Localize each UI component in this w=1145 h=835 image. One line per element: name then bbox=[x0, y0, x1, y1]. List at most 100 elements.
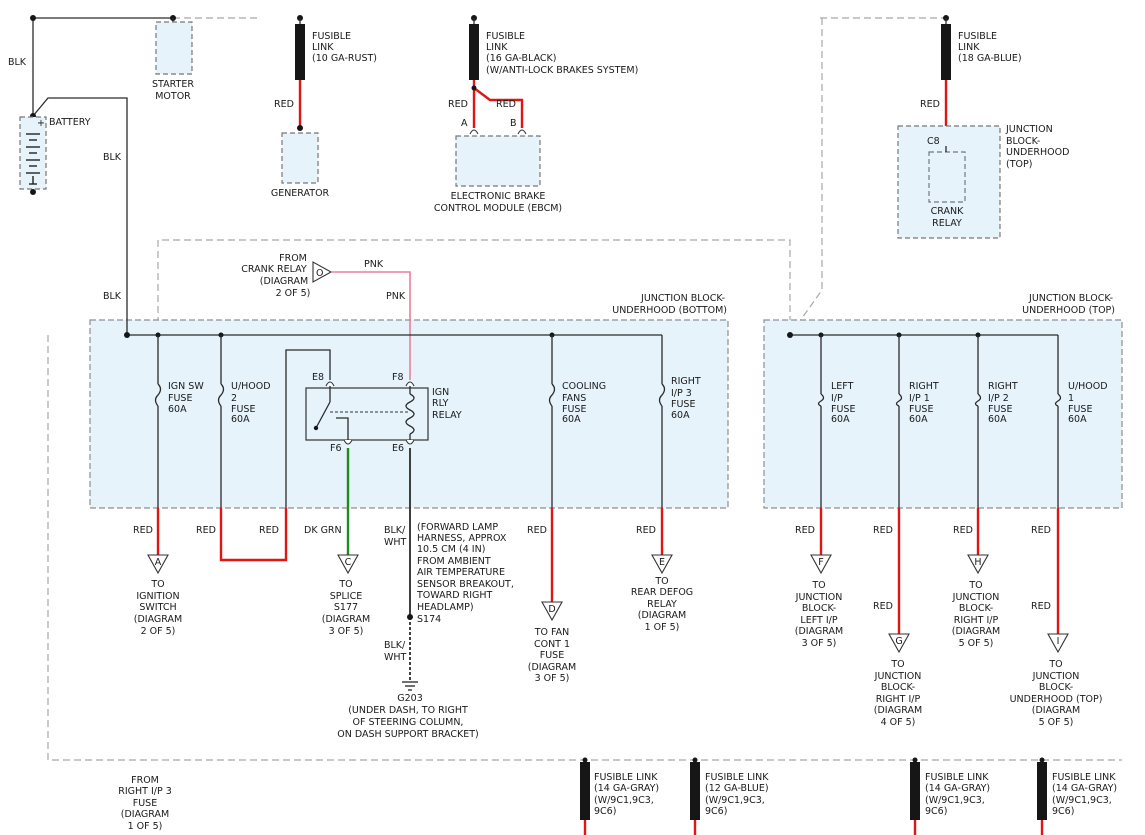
battery-top-node bbox=[30, 15, 36, 21]
wire-label-red-defog: RED bbox=[636, 525, 656, 536]
fl-generator-0: FUSIBLE bbox=[312, 31, 351, 42]
starter-label-0: STARTER bbox=[152, 79, 194, 90]
fl-generator-1: LINK bbox=[312, 42, 334, 53]
fuse-uhood1-icon bbox=[1054, 393, 1062, 407]
connector-e-letter: E bbox=[659, 557, 665, 568]
fuse-rip1-3: 60A bbox=[909, 414, 928, 425]
bottom-fl-4-2: (W/9C1,9C3, bbox=[1052, 795, 1112, 806]
battery-section: + BLK BATTERY BLK BLK bbox=[8, 15, 176, 335]
output-e-1: REAR DEFOG bbox=[631, 587, 693, 598]
from-crank-3: 2 OF 5) bbox=[276, 288, 311, 299]
from-crank-2: (DIAGRAM bbox=[260, 276, 308, 287]
bottom-fl-1 bbox=[580, 762, 590, 820]
wire-label-red-rip1a: RED bbox=[873, 525, 893, 536]
output-e-0: TO bbox=[654, 576, 668, 587]
bottom-fl-4-3: 9C6) bbox=[1052, 806, 1074, 817]
jb-bottom-internals: JUNCTION BLOCK- UNDERHOOD (BOTTOM) IGN S… bbox=[124, 293, 727, 508]
output-h: H TO JUNCTION BLOCK- RIGHT I/P (DIAGRAM … bbox=[952, 554, 1000, 649]
fuse-rip3-0: RIGHT bbox=[671, 376, 701, 387]
connector-f-letter: F bbox=[818, 557, 823, 568]
ebcm-red-wire-b bbox=[473, 87, 524, 128]
fuse-rip3-icon bbox=[658, 383, 666, 407]
connector-c bbox=[337, 554, 359, 575]
output-c-3: (DIAGRAM bbox=[322, 614, 370, 625]
fuse-rip2-icon bbox=[974, 393, 982, 407]
relay-label-0: IGN bbox=[432, 387, 449, 398]
pnk-v-label: PNK bbox=[386, 291, 406, 302]
bottom-fl-3-2: (W/9C1,9C3, bbox=[925, 795, 985, 806]
output-e-4: 1 OF 5) bbox=[645, 622, 680, 633]
fl-crank-0: FUSIBLE bbox=[958, 31, 997, 42]
relay-pin-f6: F6 bbox=[330, 443, 342, 454]
fuse-cooling-1: FANS bbox=[562, 393, 586, 404]
output-wires: RED RED RED DK GRN BLK/ WHT BLK/ WHT RED… bbox=[133, 448, 1060, 680]
fuse-uhood2-3: 60A bbox=[231, 414, 250, 425]
output-h-5: 5 OF 5) bbox=[959, 638, 994, 649]
fuse-uhood2-0: U/HOOD bbox=[231, 381, 271, 392]
harness-note-7: HEADLAMP) bbox=[417, 602, 474, 613]
crank-relay-input: O FROM CRANK RELAY (DIAGRAM 2 OF 5) PNK … bbox=[241, 253, 411, 380]
fuse-rip1-icon bbox=[895, 393, 903, 407]
connector-a-letter: A bbox=[155, 557, 162, 568]
output-f-5: 3 OF 5) bbox=[802, 638, 837, 649]
ground-note-2: ON DASH SUPPORT BRACKET) bbox=[337, 729, 479, 740]
wire-label-red-left: RED bbox=[795, 525, 815, 536]
harness-note-3: FROM AMBIENT bbox=[417, 556, 491, 567]
output-i-3: UNDERHOOD (TOP) bbox=[1010, 694, 1103, 705]
ground-g203: G203 (UNDER DASH, TO RIGHT OF STEERING C… bbox=[337, 681, 479, 740]
connector-d-letter: D bbox=[548, 604, 555, 615]
from-rip3-2: FUSE bbox=[133, 798, 157, 809]
relay-switch-arm bbox=[315, 401, 331, 429]
bottom-fl-2 bbox=[690, 762, 700, 820]
output-h-0: TO bbox=[968, 580, 982, 591]
harness-note-5: SENSOR BREAKOUT, bbox=[417, 579, 514, 590]
ground-note-0: (UNDER DASH, TO RIGHT bbox=[348, 705, 468, 716]
output-g: G TO JUNCTION BLOCK- RIGHT I/P (DIAGRAM … bbox=[874, 633, 922, 728]
output-c-1: SPLICE bbox=[330, 591, 363, 602]
connector-g bbox=[888, 633, 910, 654]
output-d: D TO FAN CONT 1 FUSE (DIAGRAM 3 OF 5) bbox=[528, 601, 576, 684]
red-a-label: RED bbox=[448, 99, 468, 110]
fuse-rip2-1: I/P 2 bbox=[988, 393, 1009, 404]
ground-note-1: OF STEERING COLUMN, bbox=[353, 717, 464, 728]
blk-mid-label: BLK bbox=[103, 152, 122, 163]
blk-top-label: BLK bbox=[8, 57, 27, 68]
harness-note-2: 10.5 CM (4 IN) bbox=[417, 544, 485, 555]
jb-top-internals: JUNCTION BLOCK- UNDERHOOD (TOP) LEFT I/P… bbox=[787, 293, 1115, 508]
relay-coil-icon bbox=[405, 393, 415, 435]
output-f-3: LEFT I/P bbox=[800, 615, 837, 626]
relay-pin-f8: F8 bbox=[392, 372, 404, 383]
battery-cells bbox=[26, 133, 40, 185]
wire-label-dkgrn: DK GRN bbox=[304, 525, 342, 536]
bottom-fl-3-1: (14 GA-GRAY) bbox=[925, 783, 990, 794]
fl-ebcm-2: (16 GA-BLACK) bbox=[486, 53, 557, 64]
crank-relay-label-0: CRANK bbox=[931, 206, 964, 217]
fuse-rip2-0: RIGHT bbox=[988, 381, 1018, 392]
fuse-cooling-icon bbox=[548, 383, 556, 407]
from-rip3-1: RIGHT I/P 3 bbox=[118, 786, 172, 797]
pnk-h-label: PNK bbox=[364, 259, 384, 270]
red-crank-label: RED bbox=[920, 99, 940, 110]
fuse-cooling-3: 60A bbox=[562, 414, 581, 425]
relay-label-2: RELAY bbox=[432, 410, 462, 421]
output-c-4: 3 OF 5) bbox=[329, 626, 364, 637]
output-d-3: (DIAGRAM bbox=[528, 662, 576, 673]
ign-relay-box bbox=[305, 387, 429, 441]
output-d-1: CONT 1 bbox=[534, 639, 570, 650]
connector-h bbox=[967, 554, 989, 575]
wire-uhood2-loop bbox=[219, 508, 288, 562]
output-h-2: BLOCK- bbox=[959, 603, 993, 614]
red-b-label: RED bbox=[496, 99, 516, 110]
blk-low-label: BLK bbox=[103, 291, 122, 302]
crank-relay-box bbox=[928, 151, 966, 203]
jb-top-label-1: BLOCK- bbox=[1006, 136, 1040, 147]
output-g-1: JUNCTION bbox=[874, 671, 922, 682]
fl-ebcm-0: FUSIBLE bbox=[486, 31, 525, 42]
bottom-fl-4-1: (14 GA-GRAY) bbox=[1052, 783, 1117, 794]
output-f-2: BLOCK- bbox=[802, 603, 836, 614]
jb-top-label-3: (TOP) bbox=[1006, 159, 1032, 170]
output-a-4: 2 OF 5) bbox=[141, 626, 176, 637]
wire-label-red-cool: RED bbox=[527, 525, 547, 536]
wire-label-bw2-0: BLK/ bbox=[384, 640, 406, 651]
